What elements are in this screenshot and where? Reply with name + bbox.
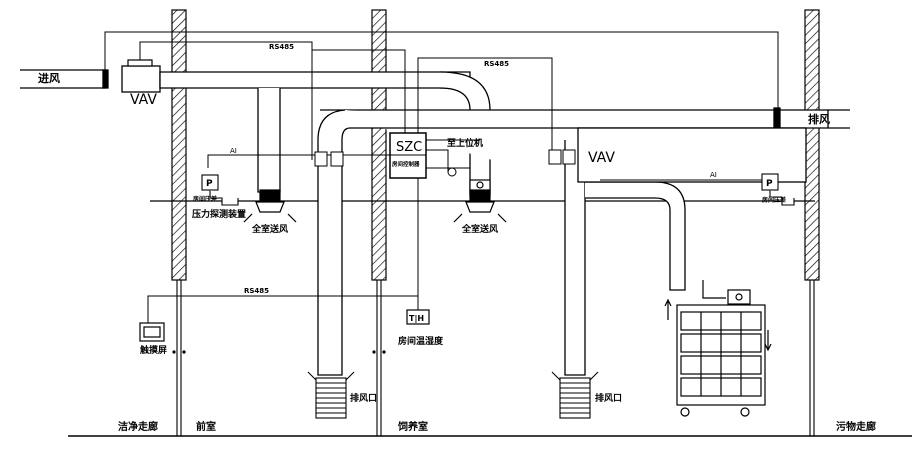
breeding-room-label: 饲养室 [397, 420, 428, 433]
rs485-mid-label: RS485 [484, 60, 509, 68]
riser-dampers [314, 149, 576, 177]
p-symbol-left: P [206, 179, 213, 189]
ai-left-label: AI [230, 147, 237, 155]
exhaust-grilles [307, 371, 599, 419]
pressure-device-label: 压力探测装置 [192, 208, 246, 220]
rs485-bottom-label: RS485 [244, 287, 269, 295]
dirty-corridor-label: 污物走廊 [836, 420, 876, 433]
szc-label: SZC [396, 140, 422, 155]
wall-3 [804, 9, 820, 281]
room-temp-humidity-label: 房间温湿度 [398, 335, 444, 347]
anteroom-label: 前室 [196, 420, 216, 433]
touch-screen-label: 触摸屏 [139, 344, 167, 356]
pressure-right-label: 房间压差 [762, 196, 786, 204]
vav-right-label: VAV [588, 150, 615, 166]
intake-label: 进风 [38, 71, 60, 85]
ai-right-label: AI [710, 171, 717, 179]
clean-corridor-label: 洁净走廊 [118, 420, 158, 433]
cage-rack [664, 280, 772, 417]
supply-right-label: 全室送风 [461, 223, 498, 235]
host-computer-label: 至上位机 [447, 137, 483, 149]
th-symbol: T|H [409, 314, 424, 323]
supply-left-label: 全室送风 [251, 223, 288, 235]
vav-right-box [577, 127, 807, 183]
wall-1 [171, 9, 187, 281]
th-sensor [406, 309, 430, 325]
room-controller-label: 房间控制器 [392, 160, 420, 168]
exhaust-port-left-label: 排风口 [350, 392, 377, 404]
rs485-top-label: RS485 [269, 43, 294, 51]
pressure-left-label: 房间压差 [193, 195, 217, 203]
exhaust-port-right-label: 排风口 [595, 392, 622, 404]
pressure-sensors [201, 173, 795, 206]
exhaust-label: 排风 [808, 112, 830, 126]
touch-screen-device [139, 322, 165, 342]
supply-diffusers [243, 179, 507, 223]
text-labels: 进风 VAV 排风 VAV RS485 RS485 RS485 AI AI SZ… [38, 43, 876, 433]
p-symbol-right: P [766, 179, 773, 189]
vav-left-unit [127, 59, 153, 67]
vav-left-label: VAV [130, 92, 157, 108]
